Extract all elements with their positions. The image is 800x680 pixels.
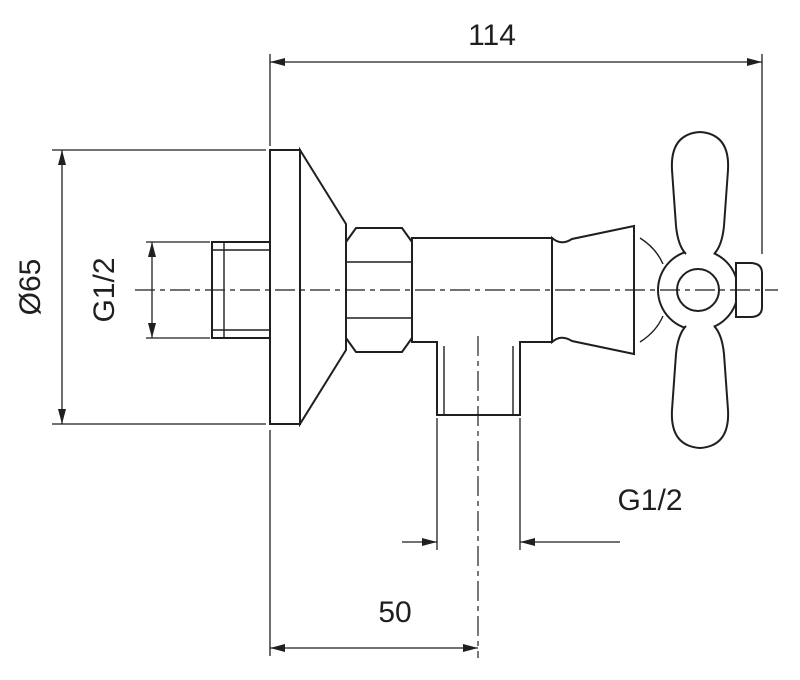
arrowhead: [520, 538, 535, 546]
arrowhead: [463, 644, 478, 652]
dimension-label-flange-diameter: Ø65: [14, 259, 47, 316]
valve-body-drawing: [135, 130, 778, 658]
arrowhead: [148, 242, 156, 257]
arrowhead: [58, 150, 66, 165]
dimension-label-wall-to-outlet-axis: 50: [378, 596, 411, 629]
dimension-label-inlet-thread: G1/2: [88, 257, 121, 322]
handle-spoke-bottom: [670, 325, 730, 450]
arrowhead: [747, 58, 762, 66]
wall-flange: [269, 146, 347, 428]
left-spoke-edge: [639, 237, 664, 265]
hex-nut: [345, 227, 413, 353]
body-and-outlet-outline: [411, 237, 553, 416]
left-spoke-edge: [639, 315, 664, 343]
flange-cone: [299, 146, 347, 428]
arrowhead: [422, 538, 437, 546]
dimension-overall-depth: 114: [269, 19, 763, 254]
dimension-inlet-thread: G1/2: [88, 241, 210, 339]
arrowhead: [270, 644, 285, 652]
dimension-wall-to-outlet-axis: 50: [269, 430, 478, 656]
dimension-flange-diameter: Ø65: [14, 149, 266, 425]
dimension-outlet-thread: G1/2: [402, 418, 683, 550]
valve-body: [411, 237, 553, 416]
flange-base: [269, 149, 301, 425]
arrowhead: [58, 409, 66, 424]
dimension-label-outlet-thread: G1/2: [617, 484, 682, 517]
arrowhead: [270, 58, 285, 66]
arrowhead: [148, 323, 156, 338]
dimension-label-overall-depth: 114: [468, 19, 516, 52]
handle-spoke-top: [670, 130, 730, 255]
